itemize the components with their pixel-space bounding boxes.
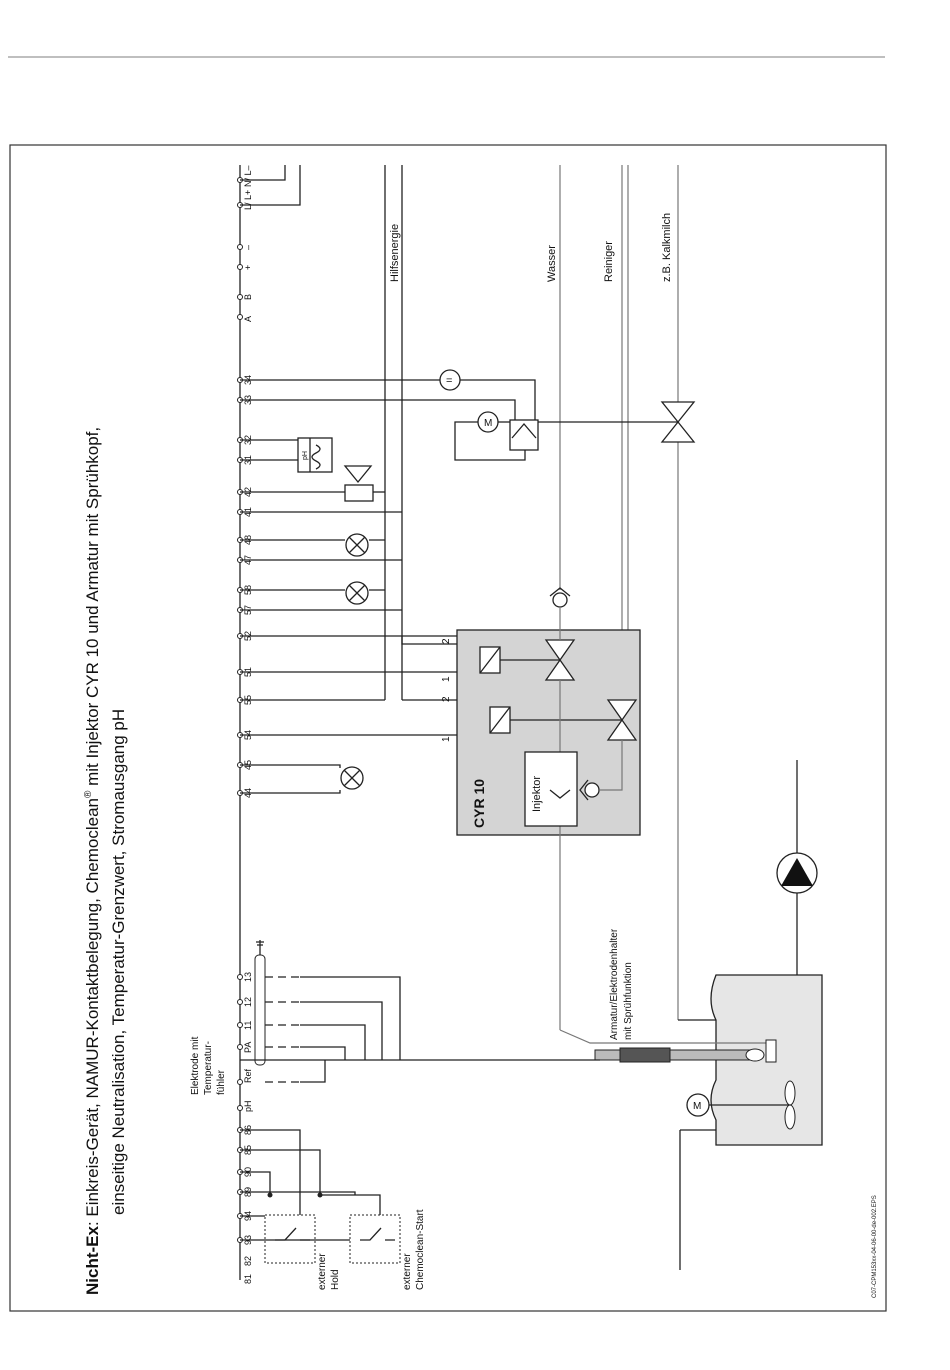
elektrode-label-2: Temperatur- [203,1041,214,1095]
reiniger-label: Reiniger [603,241,615,282]
kalkmilch-valve [660,401,696,443]
lamp1-cross [348,536,366,554]
terminal-dots [237,177,243,1243]
terminal-minus: – [243,245,253,250]
agitator-blade-2 [784,1104,796,1130]
pump-loop [454,421,526,461]
pump-chevron [511,423,537,439]
diagram-title-line1: Nicht-Ex: Einkreis-Gerät, NAMUR-Kontaktb… [83,427,102,1295]
ground-icon [256,940,264,955]
reiniger-to-injektor [600,740,623,791]
supply-wire-n [240,165,286,181]
recorder-trace-icon [311,444,321,470]
terminal-pa: PA [243,1042,253,1053]
recorder-box [297,437,333,473]
valve1-pin2: 2 [441,696,452,702]
hold-label-2: Hold [330,1269,341,1290]
terminal-plus: + [243,265,253,270]
wasser-check-chevron [549,587,571,597]
elektrode-label-3: fühler [216,1069,227,1095]
solenoid-reiniger-diag [489,706,511,734]
wasser-check-valve [552,592,568,608]
terminal-b: B [243,294,253,300]
terminal-81: 81 [243,1274,253,1284]
chemoclean-label-2: Chemoclean-Start [415,1209,426,1290]
valve1-pin1: 1 [441,736,452,742]
injektor-v-icon [549,789,571,799]
pump-motor-label: M [484,418,492,429]
injektor-label: Injektor [531,776,543,812]
horn-box [344,484,374,502]
alarm-lamp-cross [343,769,361,787]
hold-switch-icon [275,1227,310,1241]
horn-icon [343,465,373,484]
spray-head [765,1039,777,1063]
chemoclean-label-1: externer [402,1253,413,1290]
lamp2-cross [348,584,366,602]
cable-shield [254,954,266,1066]
dc-symbol: = [446,375,452,387]
current-output-symbol [439,369,461,391]
agitator-blade-1 [784,1080,796,1106]
valve2-pin1: 1 [441,676,452,682]
figure-code: C07-CPM153xx-04-06-00-de-002.EPS [872,1195,878,1298]
terminal-a: A [243,316,253,322]
hilf-to-valve2 [401,636,465,645]
current-output-wire-34 [240,379,536,420]
terminal-l: L/ L+ [243,190,253,210]
electrode-head [619,1047,671,1063]
tank-inlets [678,1019,716,1131]
terminal-ref: Ref [243,1068,253,1083]
reiniger-check-valve [584,782,600,798]
electrode-body [594,1049,756,1061]
chemoclean-switch-icon [360,1227,395,1241]
terminal-labels: L/ L+ N/ L– – + B A 34 33 32 31 42 41 48… [243,165,253,1245]
solenoid-wasser-diag [479,646,501,674]
armatur-label-1: Armatur/Elektrodenhalter [609,928,620,1040]
terminal-11: 11 [243,1021,253,1030]
terminal-12: 12 [243,997,253,1007]
terminal-ph: pH [243,1100,253,1112]
chemoclean-switch-box [349,1214,401,1264]
terminal-82: 82 [243,1256,253,1266]
node-dot-1 [267,1192,273,1198]
recorder-wires [240,439,298,461]
electrode-tip [745,1048,765,1062]
binary-input-wires-b [240,1171,356,1195]
armatur-label-2: mit Sprühfunktion [623,962,634,1040]
valve2-pin2: 2 [441,638,452,644]
dashed-conductors [265,976,300,1083]
hold-label-1: externer [317,1253,328,1290]
terminal-13: 13 [243,972,253,982]
kalkmilch-label: z.B. Kalkmilch [661,213,673,282]
alarm-lamp-wires [240,764,341,794]
cyr10-label: CYR 10 [471,779,487,828]
wasser-label: Wasser [546,245,558,282]
supply-wire-l [240,165,301,206]
hilfsenergie-label: Hilfsenergie [389,224,401,282]
electrode-conductors [300,976,401,1083]
figure-frame [9,144,887,1312]
elektrode-label-1: Elektrode mit [190,1036,201,1095]
current-output-wire-33 [240,399,516,420]
node-dot-2 [317,1192,323,1198]
binary-input-wires-c [240,1215,350,1241]
reiniger-check-chevron [579,779,589,801]
circulation-pump-triangle [781,858,813,886]
diagram-title-line2: einseitige Neutralisation, Temperatur-Gr… [109,709,128,1215]
hold-switch-box [264,1214,316,1264]
injektor-box [524,751,578,827]
recorder-ph-label: pH [302,451,309,460]
terminal-n: N/ L– [243,165,253,187]
agitator-motor-label: M [693,1101,701,1112]
